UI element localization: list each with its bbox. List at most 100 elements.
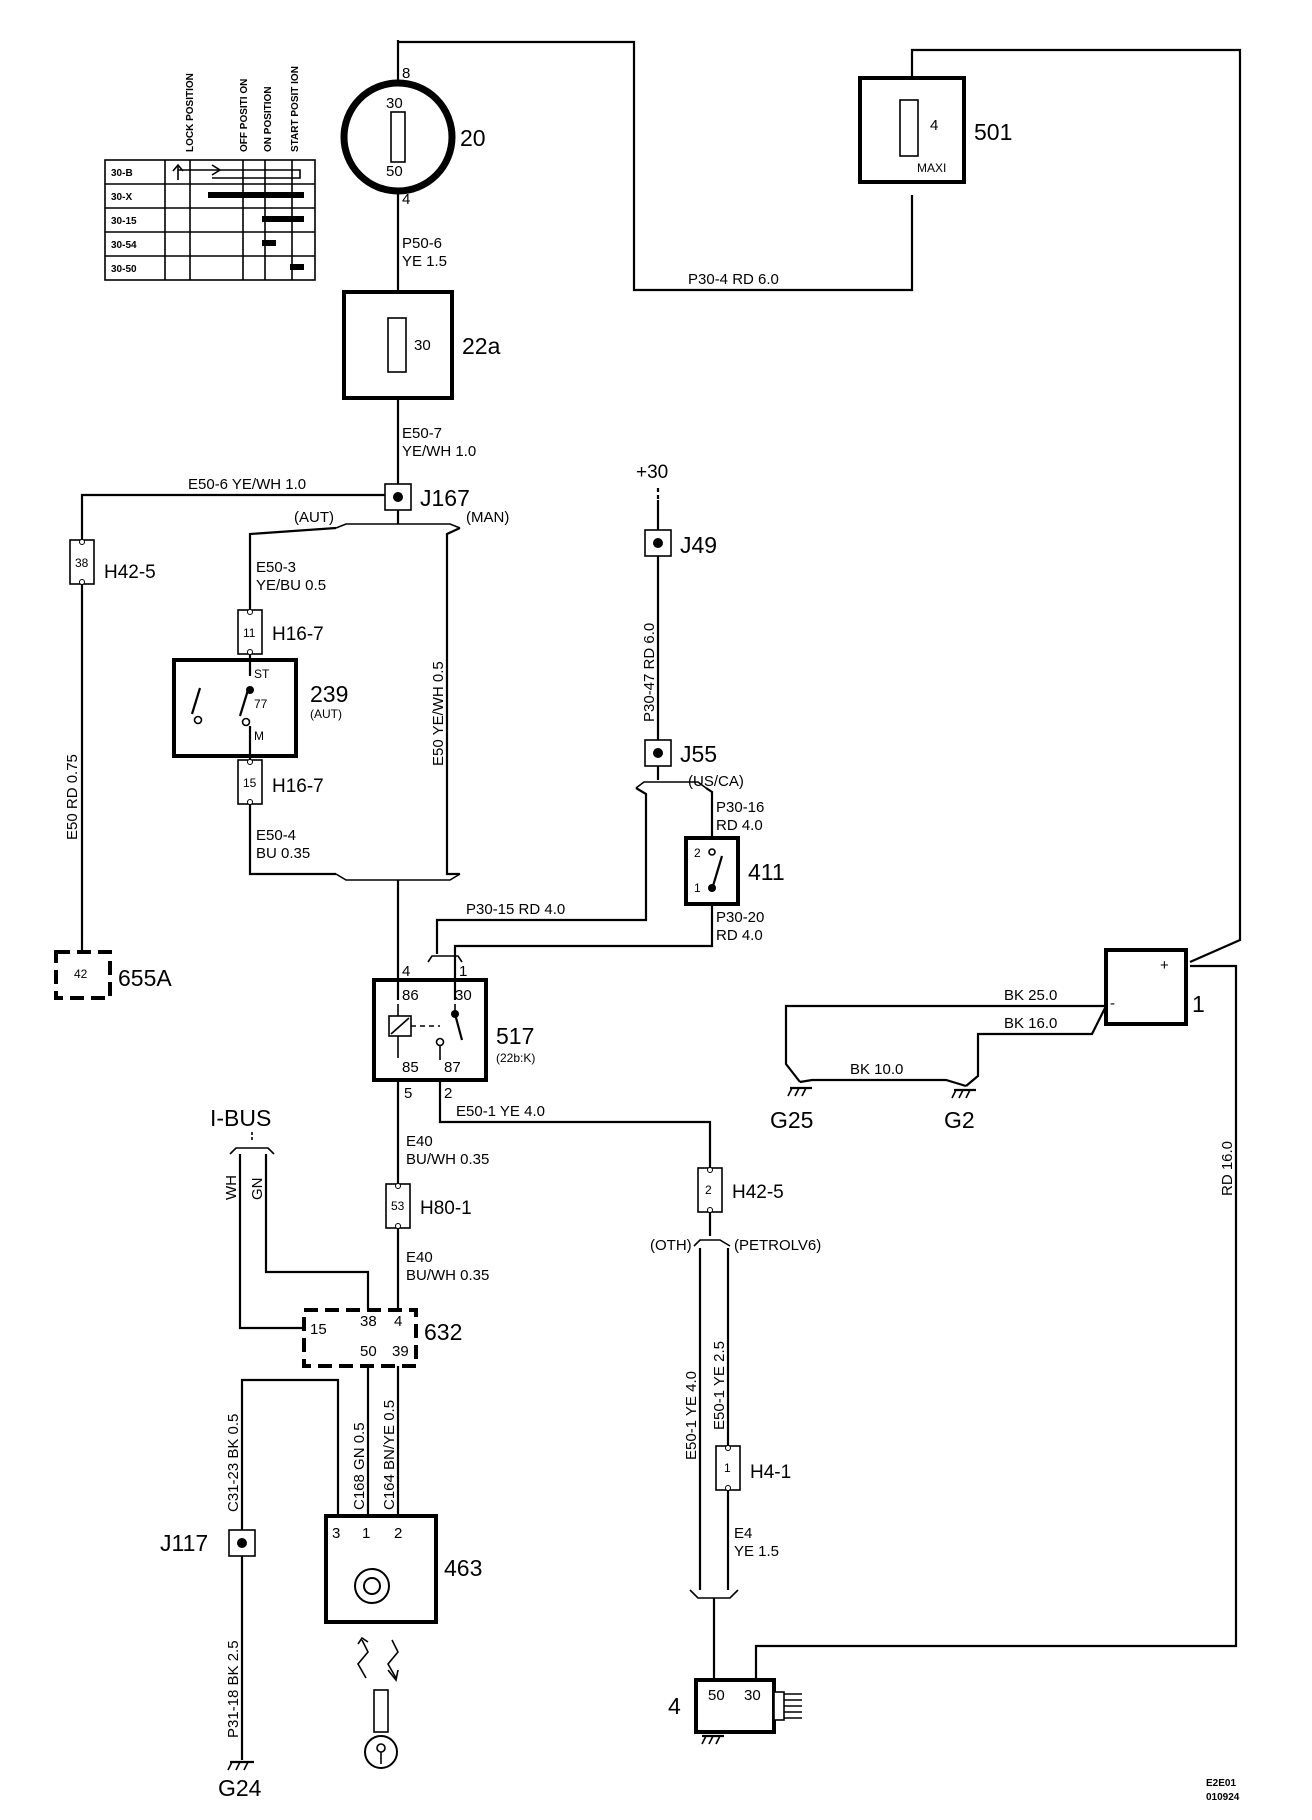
h16-7-bot-id: H16-7 xyxy=(272,776,324,797)
wire-ibus-wh xyxy=(238,1154,308,1330)
c517-ext2: 2 xyxy=(444,1085,452,1102)
wire-label-e50-7: E50-7 xyxy=(402,425,442,442)
c411-pin-a: 2 xyxy=(694,846,701,860)
connector-h16-7-top: 11 H16-7 xyxy=(237,609,324,655)
ground-g2: G2 xyxy=(944,1088,976,1133)
wire-p30-20 xyxy=(453,904,714,974)
wire-label-e50-1-ye-2-5-v: E50-1 YE 2.5 xyxy=(711,1341,728,1430)
junction-j49: J49 xyxy=(644,529,717,558)
junction-j117: J117 xyxy=(160,1529,256,1557)
connector-h4-1: 1 H4-1 xyxy=(715,1445,791,1491)
h80-1-pin: 53 xyxy=(391,1199,405,1213)
c239-id: 239 xyxy=(310,681,348,707)
wire-c31-23 xyxy=(240,1378,340,1530)
variant-man: (MAN) xyxy=(466,509,509,526)
j49-id: J49 xyxy=(680,532,717,558)
wire-label-bu-0-35: BU 0.35 xyxy=(256,845,310,862)
c1-minus: - xyxy=(1110,995,1115,1012)
table-row-label: 30-X xyxy=(111,192,132,203)
c239-note: (AUT) xyxy=(310,707,342,721)
c632-id: 632 xyxy=(424,1319,462,1345)
c632-p39: 39 xyxy=(392,1343,409,1360)
h16-7-top-pin: 11 xyxy=(243,626,256,640)
wire-p30-16 xyxy=(705,787,714,846)
h4-1-pin: 1 xyxy=(724,1461,731,1475)
table-header-off: OFF POSITI ON xyxy=(239,79,250,152)
component-20-ignition-switch: 30 50 8 4 20 xyxy=(340,40,486,290)
j117-id: J117 xyxy=(160,1530,208,1556)
h42-5-left-id: H42-5 xyxy=(104,562,156,583)
variant-aut: (AUT) xyxy=(294,509,334,526)
c655a-id: 655A xyxy=(118,965,172,991)
wire-label-buwh-b: BU/WH 0.35 xyxy=(406,1267,489,1284)
wire-label-p31-18: P31-18 BK 2.5 xyxy=(225,1640,242,1738)
component-463: 3 1 2 463 xyxy=(324,1514,482,1624)
component-4-starter: 50 30 4 xyxy=(668,1678,802,1745)
c501-id: 501 xyxy=(974,119,1012,145)
wire-label-e50-3: E50-3 xyxy=(256,559,296,576)
c632-p50: 50 xyxy=(360,1343,377,1360)
key-position-table: 30-B 30-X 30-15 30-54 30-50 LOCK POSITIO… xyxy=(104,66,316,281)
wire-p30-15 xyxy=(435,787,648,954)
c517-p30: 30 xyxy=(455,987,472,1004)
component-517-relay: 4 1 86 30 85 87 517 (22b:K) 5 2 xyxy=(372,963,535,1102)
c239-pin-st: ST xyxy=(254,667,270,681)
c517-ext5: 5 xyxy=(404,1085,412,1102)
c463-p1: 1 xyxy=(362,1525,370,1542)
table-row-label: 30-B xyxy=(111,168,133,179)
wire-label-p30-47: P30-47 RD 6.0 xyxy=(641,623,658,722)
c517-note: (22b:K) xyxy=(496,1051,535,1065)
wire-e50-6 xyxy=(80,493,385,540)
c517-p85: 85 xyxy=(402,1059,419,1076)
wire-label-c168: C168 GN 0.5 xyxy=(351,1422,368,1510)
variant-oth: (OTH) xyxy=(650,1237,692,1254)
wire-label-e50-1-ye-4-0-v: E50-1 YE 4.0 xyxy=(683,1371,700,1460)
doc-code-2: 010924 xyxy=(1206,1792,1240,1803)
c20-pin-bottom: 50 xyxy=(386,163,403,180)
c1-id: 1 xyxy=(1192,991,1205,1017)
wire-e50-3 xyxy=(248,526,337,610)
wire-label-e50-6: E50-6 YE/WH 1.0 xyxy=(188,476,306,493)
wire-label-p50-6: P50-6 xyxy=(402,235,442,252)
j167-id: J167 xyxy=(420,485,470,511)
wire-bk-25 xyxy=(784,1004,1106,1083)
table-header-lock: LOCK POSITION xyxy=(185,73,196,152)
c632-p38: 38 xyxy=(360,1313,377,1330)
connector-h42-5-left: 38 H42-5 xyxy=(69,539,156,585)
variant-petrol-v6: (PETROLV6) xyxy=(734,1237,821,1254)
supply-plus30: +30 xyxy=(636,462,668,483)
wire-label-c31-23: C31-23 BK 0.5 xyxy=(225,1414,242,1512)
g24-id: G24 xyxy=(218,1775,262,1801)
h42-5-right-id: H42-5 xyxy=(732,1182,784,1203)
h16-7-bot-pin: 15 xyxy=(243,776,257,790)
wire-label-yebu-0-5: YE/BU 0.5 xyxy=(256,577,326,594)
c1-plus: + xyxy=(1160,957,1169,974)
c501-pin: 4 xyxy=(930,117,938,134)
c239-pin-77: 77 xyxy=(254,697,268,711)
wire-bk-10 xyxy=(799,1078,967,1088)
wire-label-rd-4-0-a: RD 4.0 xyxy=(716,817,763,834)
c517-ext1: 1 xyxy=(459,963,467,980)
c4-p30: 30 xyxy=(744,1687,761,1704)
wire-e50-yewh-0-5 xyxy=(445,527,461,876)
c20-id: 20 xyxy=(460,125,486,151)
wire-label-bk-25: BK 25.0 xyxy=(1004,987,1057,1004)
component-1-battery: + - 1 xyxy=(1104,948,1205,1026)
wire-label-e40-b: E40 xyxy=(406,1249,433,1266)
c411-id: 411 xyxy=(748,859,785,885)
table-row-label: 30-50 xyxy=(111,264,137,275)
c655a-pin: 42 xyxy=(74,967,88,981)
component-632: 15 38 4 50 39 632 xyxy=(302,1308,462,1368)
doc-code-1: E2E01 xyxy=(1206,1778,1236,1789)
component-501-maxi-fuse: 4 MAXI 501 xyxy=(858,48,1242,964)
g25-id: G25 xyxy=(770,1107,813,1133)
junction-j55: J55 xyxy=(644,739,717,767)
wire-label-ye-1-5: YE 1.5 xyxy=(402,253,447,270)
h4-1-id: H4-1 xyxy=(750,1462,791,1483)
junction-j167: J167 xyxy=(384,483,470,511)
component-411-switch: 2 1 411 xyxy=(684,836,785,906)
h80-1-id: H80-1 xyxy=(420,1198,472,1219)
c632-p4: 4 xyxy=(394,1313,402,1330)
j55-id: J55 xyxy=(680,741,717,767)
